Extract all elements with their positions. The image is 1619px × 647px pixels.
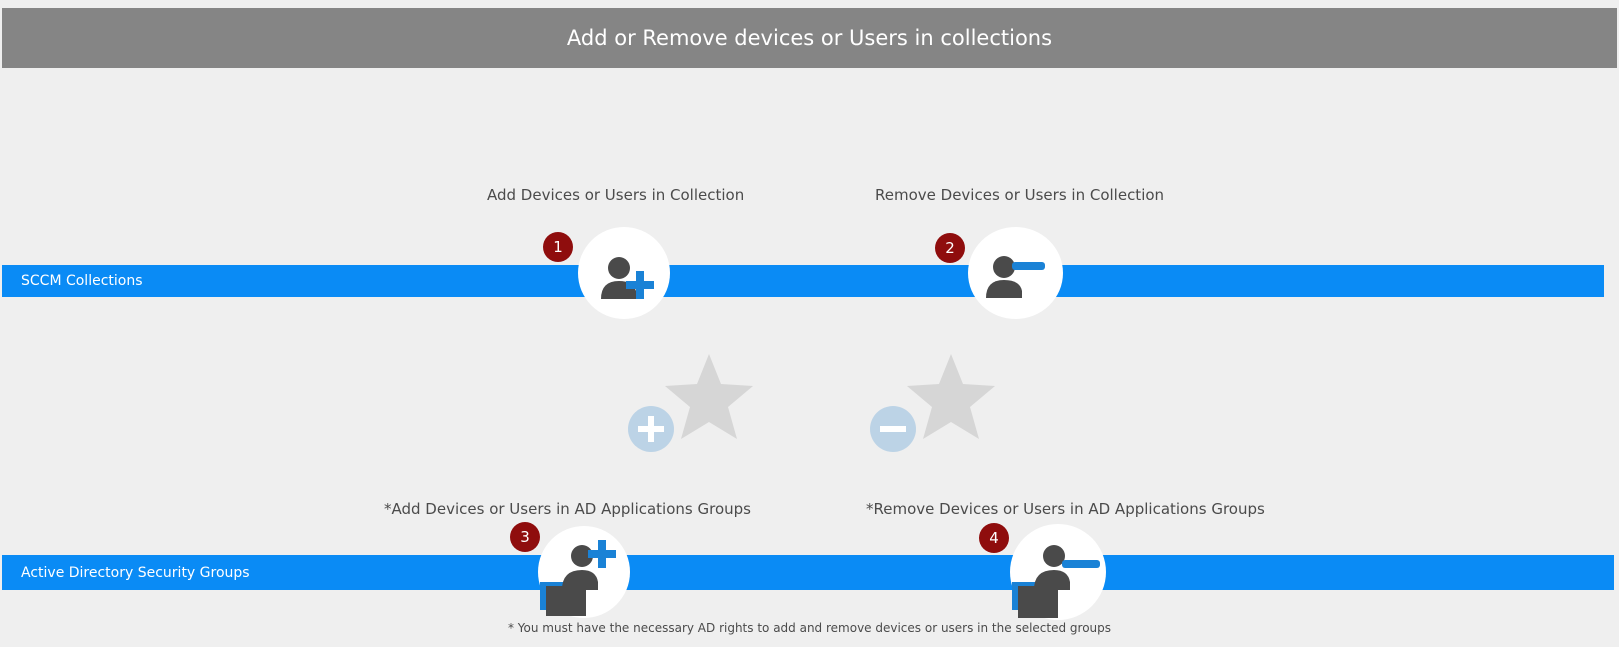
group-add-icon	[540, 540, 616, 616]
step-badge-3: 3	[510, 522, 540, 552]
remove-ad-group-label: *Remove Devices or Users in AD Applicati…	[866, 500, 1265, 518]
group-remove-icon	[1012, 545, 1100, 618]
remove-from-ad-group-button[interactable]	[1010, 524, 1106, 620]
user-add-icon	[601, 257, 654, 299]
step-badge-4: 4	[979, 523, 1009, 553]
star-remove-icon	[870, 354, 995, 452]
remove-from-collection-button[interactable]	[968, 227, 1063, 319]
ad-security-groups-label: Active Directory Security Groups	[21, 564, 250, 581]
footnote: * You must have the necessary AD rights …	[507, 621, 1112, 635]
header-bar: Add or Remove devices or Users in collec…	[2, 8, 1617, 68]
remove-collection-label: Remove Devices or Users in Collection	[875, 186, 1165, 204]
sccm-collections-label: SCCM Collections	[21, 273, 143, 289]
ad-security-groups-band: Active Directory Security Groups	[2, 555, 1614, 590]
add-ad-group-label: *Add Devices or Users in AD Applications…	[384, 500, 751, 518]
add-to-collection-button[interactable]	[578, 227, 670, 319]
page-title: Add or Remove devices or Users in collec…	[566, 26, 1053, 50]
sccm-collections-band: SCCM Collections	[2, 265, 1604, 297]
step-badge-1: 1	[543, 232, 573, 262]
step-badge-2: 2	[935, 233, 965, 263]
user-remove-icon	[986, 256, 1045, 298]
star-add-icon	[628, 354, 753, 452]
add-collection-label: Add Devices or Users in Collection	[487, 186, 745, 204]
add-to-ad-group-button[interactable]	[538, 526, 630, 618]
